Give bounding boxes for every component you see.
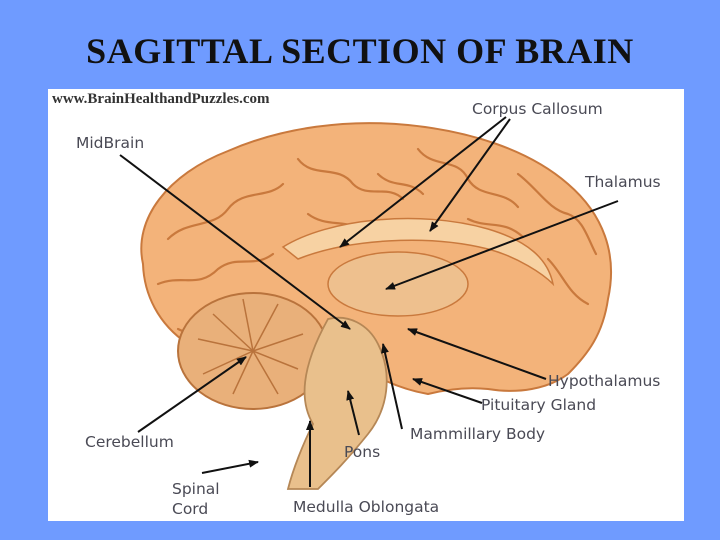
label-spinal-cord-line2: Cord <box>172 500 209 518</box>
corpus-callosum-shape <box>281 217 555 287</box>
cerebellum-shape <box>177 292 329 410</box>
label-midbrain: MidBrain <box>76 134 145 152</box>
brainstem-shape <box>286 316 388 490</box>
watermark-text: www.BrainHealthandPuzzles.com <box>52 91 270 107</box>
label-cerebellum: Cerebellum <box>85 433 174 451</box>
label-hypothalamus: Hypothalamus <box>548 372 661 390</box>
label-mammillary-body: Mammillary Body <box>410 425 546 443</box>
pointer-arrows <box>119 116 619 487</box>
brain-illustration <box>119 116 619 490</box>
label-pituitary-gland: Pituitary Gland <box>481 396 597 414</box>
label-corpus-callosum: Corpus Callosum <box>472 100 603 118</box>
slide-title: SAGITTAL SECTION OF BRAIN <box>86 31 634 71</box>
brain-figure: www.BrainHealthandPuzzles.com Corpus Cal… <box>48 89 684 521</box>
label-medulla-oblongata: Medulla Oblongata <box>293 498 440 516</box>
label-pons: Pons <box>344 443 381 461</box>
label-thalamus: Thalamus <box>585 173 661 191</box>
label-spinal-cord-line1: Spinal <box>172 480 220 498</box>
